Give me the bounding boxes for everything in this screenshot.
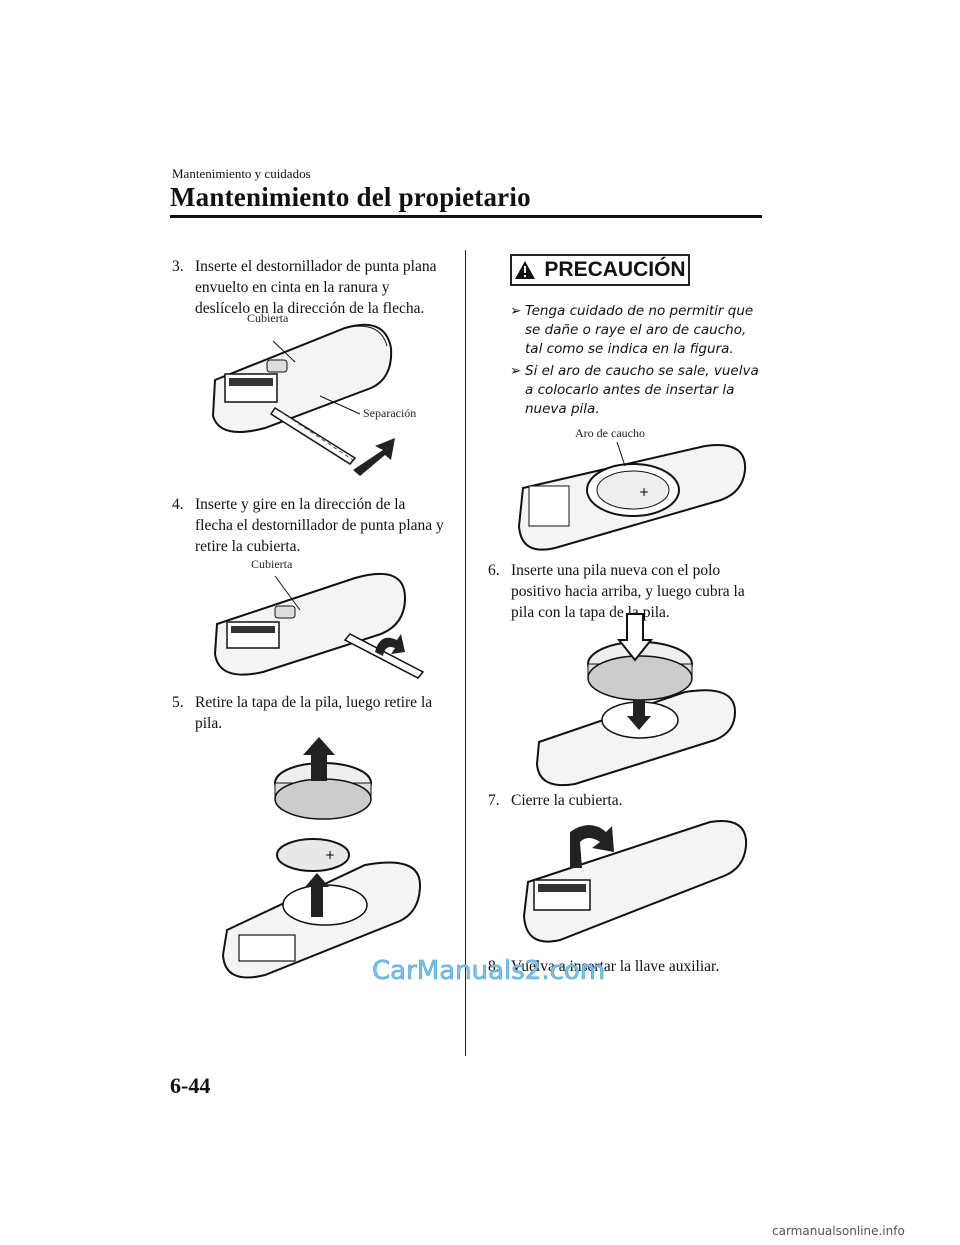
key-cover-drawing [211,323,395,476]
step-text: Inserte el destornillador de punta plana… [195,258,437,317]
key-cover-drawing [213,573,425,679]
step-8: 8. Vuelva a insertar la llave auxiliar. [488,956,763,977]
figure-pry-cover: Cubierta Separación [195,308,445,478]
key-open-drawing: + [517,441,747,551]
column-divider [465,250,466,1056]
arrow-bullet-icon: ➢ [510,303,522,319]
figure-remove-battery: + [215,735,435,980]
svg-text:+: + [639,485,649,499]
step-5: 5. Retire la tapa de la pila, luego reti… [172,692,447,734]
step-text: Vuelva a insertar la llave auxiliar. [511,958,720,975]
figure-label-cover: Cubierta [251,557,293,571]
caution-title: PRECAUCIÓN [544,258,686,281]
step-7: 7. Cierre la cubierta. [488,790,763,811]
figure-label-cover: Cubierta [247,311,289,325]
step-number: 5. [172,694,184,711]
footer-site: carmanualsonline.info [772,1224,905,1238]
watermark-logo: CarManuals2.com [372,956,606,987]
step-number: 4. [172,496,184,513]
arrow-bullet-icon: ➢ [510,363,522,379]
step-6: 6. Inserte una pila nueva con el polo po… [488,560,763,623]
caution-bullet-text: Tenga cuidado de no permitir que se dañe… [525,303,754,357]
battery-insert-drawing [535,613,737,786]
figure-rubber-ring: Aro de caucho + [515,426,755,556]
step-4: 4. Inserte y gire en la dirección de la … [172,494,447,557]
step-text: Retire la tapa de la pila, luego retire … [195,694,433,732]
figure-label-gap: Separación [363,406,417,420]
caution-bullet: ➢ Tenga cuidado de no permitir que se da… [510,302,760,359]
step-3: 3. Inserte el destornillador de punta pl… [172,256,447,319]
battery-removal-drawing: + [221,737,422,979]
step-number: 8. [488,958,500,975]
figure-twist-cover: Cubierta [205,554,445,684]
caution-bullet: ➢ Si el aro de caucho se sale, vuelva a … [510,362,760,419]
warning-icon [515,261,536,279]
page-number: 6-44 [170,1073,211,1098]
step-text: Inserte una pila nueva con el polo posit… [511,562,745,621]
step-number: 3. [172,258,184,275]
figure-label-ring: Aro de caucho [575,426,645,440]
figure-insert-battery [535,612,745,787]
section-label: Mantenimiento y cuidados [172,166,311,181]
key-close-drawing [522,820,748,943]
step-number: 6. [488,562,500,579]
svg-text:+: + [325,848,335,862]
step-number: 7. [488,792,500,809]
figure-close-cover [520,812,750,952]
step-text: Cierre la cubierta. [511,792,623,809]
page-title: Mantenimiento del propietario [170,182,531,212]
caution-box: PRECAUCIÓN [510,254,690,286]
caution-bullet-text: Si el aro de caucho se sale, vuelva a co… [525,363,759,417]
step-text: Inserte y gire en la dirección de la fle… [195,496,444,555]
title-rule [170,215,762,218]
